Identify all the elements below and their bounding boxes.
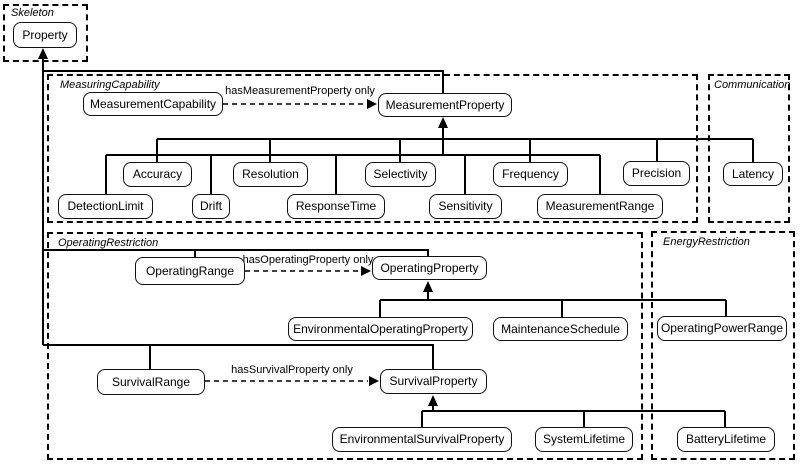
wire-property-to-operating	[43, 249, 429, 257]
class-box-sensitivity: Sensitivity	[429, 194, 502, 219]
class-box-battery-lifetime: BatteryLifetime	[677, 427, 775, 452]
class-box-system-lifetime: SystemLifetime	[535, 427, 633, 452]
wire-property-to-survival	[43, 344, 434, 369]
group-communication	[708, 74, 790, 223]
group-skeleton	[3, 4, 88, 62]
class-box-response-time: ResponseTime	[287, 194, 385, 219]
class-box-latency: Latency	[723, 162, 783, 186]
arrowhead-up-measurementproperty-icon	[438, 117, 448, 128]
class-box-environmental-operating-property: EnvironmentalOperatingProperty	[288, 317, 473, 341]
class-box-detection-limit: DetectionLimit	[58, 194, 153, 219]
class-box-environmental-survival-property: EnvironmentalSurvivalProperty	[332, 427, 512, 452]
group-energy-restriction-label: EnergyRestriction	[663, 236, 750, 248]
wire-property-to-measurementproperty	[43, 70, 444, 93]
arrowhead-up-survivalproperty-icon	[428, 395, 438, 406]
class-box-selectivity: Selectivity	[365, 162, 436, 187]
wire-measurementproperty-upper-rail	[156, 138, 754, 162]
arrowhead-up-property-icon	[38, 48, 48, 59]
class-box-frequency: Frequency	[493, 162, 568, 187]
group-skeleton-label: Skeleton	[11, 7, 54, 19]
class-box-accuracy: Accuracy	[123, 162, 192, 187]
group-measuring-capability-label: MeasuringCapability	[60, 79, 160, 91]
wire-measurementproperty-lower-rail	[105, 154, 601, 194]
wire-operatingproperty-children-rail	[379, 290, 727, 317]
group-operating-restriction	[47, 232, 643, 460]
class-box-precision: Precision	[623, 161, 690, 186]
edge-label-has-survival-property: hasSurvivalProperty only	[231, 364, 353, 376]
group-operating-restriction-label: OperatingRestriction	[58, 237, 159, 249]
class-box-operating-range: OperatingRange	[135, 257, 245, 285]
group-measuring-capability	[47, 74, 698, 223]
group-energy-restriction	[651, 231, 795, 460]
class-box-measurement-property: MeasurementProperty	[378, 93, 512, 117]
class-box-operating-property: OperatingProperty	[372, 256, 487, 280]
arrowhead-right-hassurvivalproperty-icon	[369, 376, 379, 386]
class-box-operating-power-range: OperatingPowerRange	[657, 316, 787, 341]
arrowhead-right-hasmeasurementproperty-icon	[367, 99, 377, 109]
class-box-maintenance-schedule: MaintenanceSchedule	[493, 317, 628, 341]
class-box-measurement-range: MeasurementRange	[537, 194, 663, 219]
edge-label-has-measurement-property: hasMeasurementProperty only	[225, 85, 375, 97]
class-box-survival-property: SurvivalProperty	[380, 369, 487, 394]
class-box-drift: Drift	[192, 194, 230, 219]
class-box-resolution: Resolution	[233, 162, 308, 187]
edge-label-has-operating-property: hasOperatingProperty only	[242, 254, 374, 266]
wire-survivalproperty-children-rail	[421, 404, 726, 427]
class-box-measurement-capability: MeasurementCapability	[83, 92, 223, 116]
arrowhead-right-hasoperatingproperty-icon	[361, 266, 371, 276]
class-box-survival-range: SurvivalRange	[97, 369, 205, 395]
group-communication-label: Communication	[714, 79, 791, 91]
class-box-property: Property	[13, 22, 77, 48]
arrowhead-up-operatingproperty-icon	[423, 281, 433, 292]
